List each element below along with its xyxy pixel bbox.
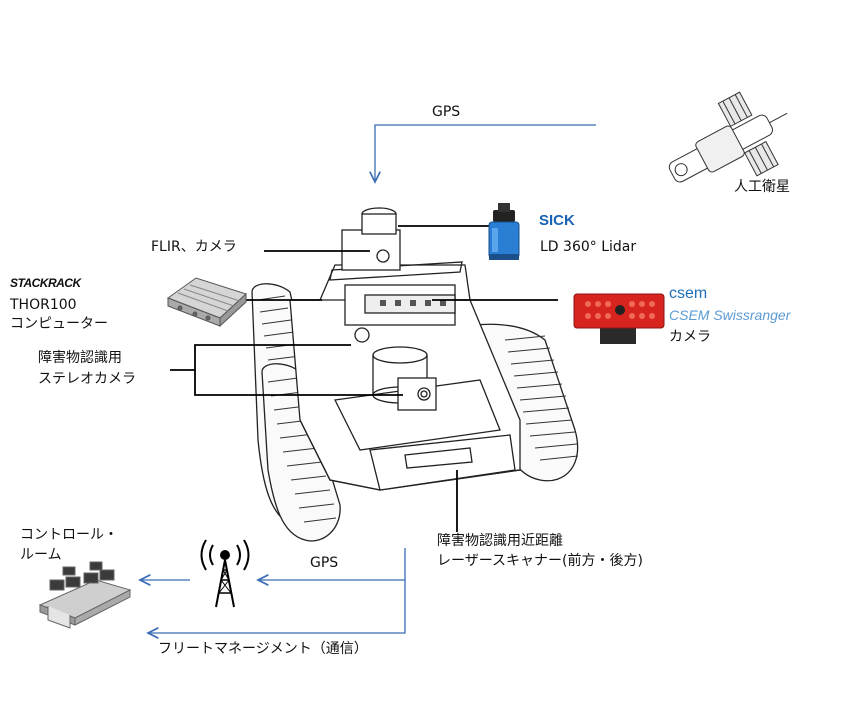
gps-arrow-top [375,124,596,182]
data-arrows [140,124,596,633]
fleet-arrow [148,580,406,633]
lidar-model-label: LD 360° Lidar [540,239,637,255]
control-room-label-line1: コントロール・ [20,527,118,543]
fleet-management-label: フリートマネージメント（通信） [158,641,368,657]
csem-brand-label: csem [669,285,708,302]
csem-product-label: CSEM Swissranger [669,307,791,323]
laser-scanner-label-line2: レーザースキャナー(前方・後方) [437,553,643,569]
csem-camera-label: カメラ [669,329,711,345]
robot-vehicle-icon [251,207,579,542]
computer-brand-label: STACKRACK [10,276,81,290]
gps-label-top: GPS [432,104,461,120]
satellite-icon [668,91,788,183]
lidar-icon [488,203,520,260]
gps-label-bottom: GPS [310,555,339,571]
lidar-brand-label: SICK [539,212,575,229]
antenna-tower-icon [200,539,250,608]
stereo-camera-label-line1: 障害物認識用 [38,350,122,366]
control-room-label-line2: ルーム [20,547,62,563]
stereo-camera-label-line2: ステレオカメラ [38,371,136,387]
computer-model-label: THOR100 [10,297,77,313]
satellite-label: 人工衛星 [734,179,790,195]
computer-type-label: コンピューター [10,316,108,332]
swissranger-camera-icon [573,293,665,344]
computer-icon [166,277,247,328]
control-room-icon [38,561,132,629]
laser-scanner-label-line1: 障害物認識用近距離 [437,533,563,549]
flir-camera-label: FLIR、カメラ [151,239,237,255]
